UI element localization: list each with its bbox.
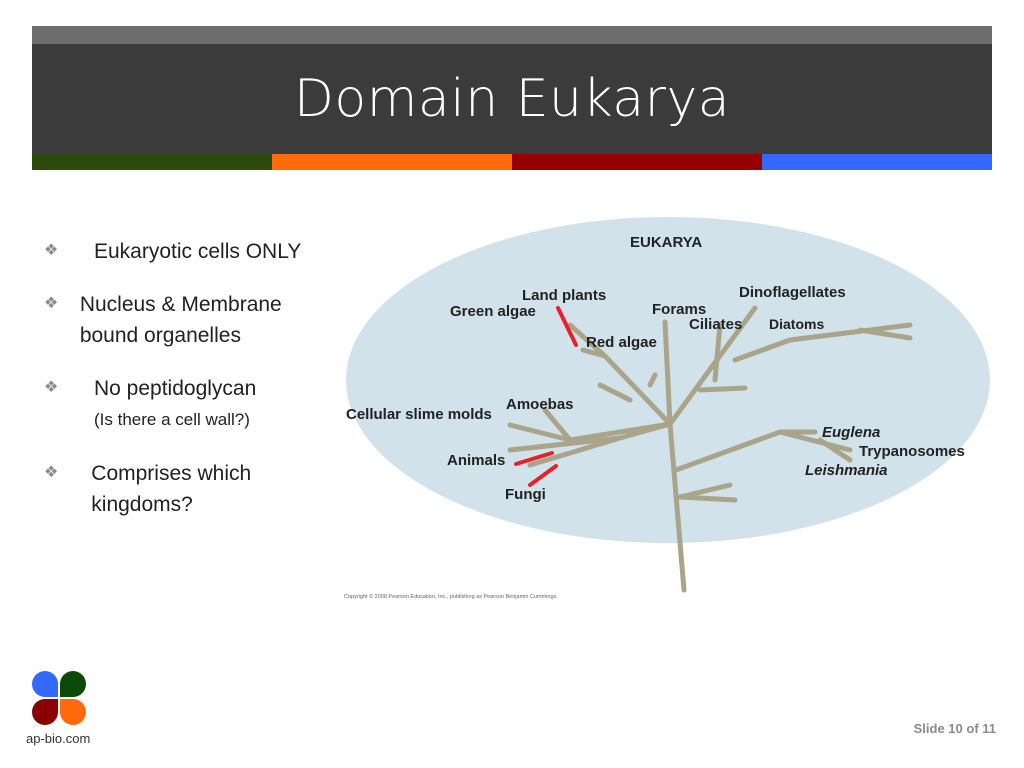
logo-text: ap-bio.com — [26, 731, 91, 746]
bullet-item: ❖ No peptidoglycan — [44, 373, 344, 404]
label-forams: Forams — [652, 301, 706, 318]
highlight-fungi — [528, 464, 558, 487]
slide-number: Slide 10 of 11 — [913, 721, 996, 736]
diamond-bullet-icon: ❖ — [44, 379, 59, 396]
branch-fungi-main — [527, 435, 623, 468]
highlight-animals — [514, 451, 554, 466]
accent-segment-red — [512, 154, 762, 170]
branch-stub — [597, 382, 633, 403]
bullet-text: Nucleus & Membrane bound organelles — [79, 293, 282, 347]
label-land-plants: Land plants — [522, 287, 606, 304]
branch-diatoms-fork — [857, 327, 913, 341]
branch-stub2 — [697, 385, 748, 393]
logo-petal-green — [60, 671, 86, 697]
logo-petal-blue — [32, 671, 58, 697]
branch-ciliates — [712, 322, 723, 383]
branch-amoebas — [542, 407, 573, 443]
logo-petal-red — [32, 699, 58, 725]
bullet-subnote: (Is there a cell wall?) — [94, 410, 250, 429]
accent-color-bar — [32, 154, 992, 170]
label-red-algae: Red algae — [586, 334, 657, 351]
bullet-item: ❖ Eukaryotic cells ONLY — [44, 236, 344, 267]
ap-bio-logo-icon — [32, 671, 86, 725]
bullet-text: Eukaryotic cells ONLY — [94, 240, 302, 263]
branch-trypanosomes — [777, 429, 853, 453]
bullet-list: ❖ Eukaryotic cells ONLY ❖ Nucleus & Memb… — [44, 236, 344, 542]
label-diatoms: Diatoms — [769, 316, 824, 332]
highlight-branches — [514, 306, 578, 487]
title-top-strip — [32, 26, 992, 44]
accent-segment-green — [32, 154, 272, 170]
bullet-text: Comprises which kingdoms? — [91, 462, 252, 516]
branch-dinoflagellates — [667, 305, 758, 427]
accent-segment-blue — [762, 154, 992, 170]
bullet-text: No peptidoglycan — [94, 377, 257, 400]
label-dinoflagellates: Dinoflagellates — [739, 284, 846, 301]
branch-leishmania — [817, 437, 853, 463]
branch-animals-main — [507, 435, 623, 453]
tree-branches — [507, 305, 913, 593]
branch-red-algae — [580, 347, 608, 359]
eukarya-tree-diagram: EUKARYA Land plants Green algae Red alga… — [346, 217, 990, 593]
diagram-copyright: Copyright © 2008 Pearson Education, Inc.… — [344, 594, 558, 600]
label-fungi: Fungi — [505, 486, 546, 503]
accent-segment-orange — [272, 154, 512, 170]
label-amoebas: Amoebas — [506, 396, 574, 413]
logo-petal-orange — [60, 699, 86, 725]
branch-forams — [662, 319, 673, 427]
diamond-bullet-icon: ❖ — [44, 295, 59, 312]
bullet-item: ❖ Nucleus & Membrane bound organelles — [44, 289, 344, 351]
slide-title: Domain Eukarya — [293, 69, 731, 129]
title-band: Domain Eukarya — [32, 44, 992, 154]
diamond-bullet-icon: ❖ — [44, 242, 59, 259]
label-euglena: Euglena — [822, 424, 880, 441]
label-ciliates: Ciliates — [689, 316, 742, 333]
label-cellular-slime-molds: Cellular slime molds — [346, 406, 492, 423]
bullet-item: ❖ Comprises which kingdoms? — [44, 458, 344, 520]
diagram-heading: EUKARYA — [630, 234, 702, 251]
branch-forams-stub — [647, 372, 658, 388]
label-animals: Animals — [447, 452, 505, 469]
highlight-land-plants — [556, 306, 578, 347]
label-leishmania: Leishmania — [805, 462, 888, 479]
branch-opisthokont — [617, 421, 673, 441]
label-trypanosomes: Trypanosomes — [859, 443, 965, 460]
diamond-bullet-icon: ❖ — [44, 464, 59, 481]
branch-trunk — [667, 421, 687, 593]
label-green-algae: Green algae — [450, 303, 536, 320]
branch-lower-2 — [677, 494, 738, 503]
